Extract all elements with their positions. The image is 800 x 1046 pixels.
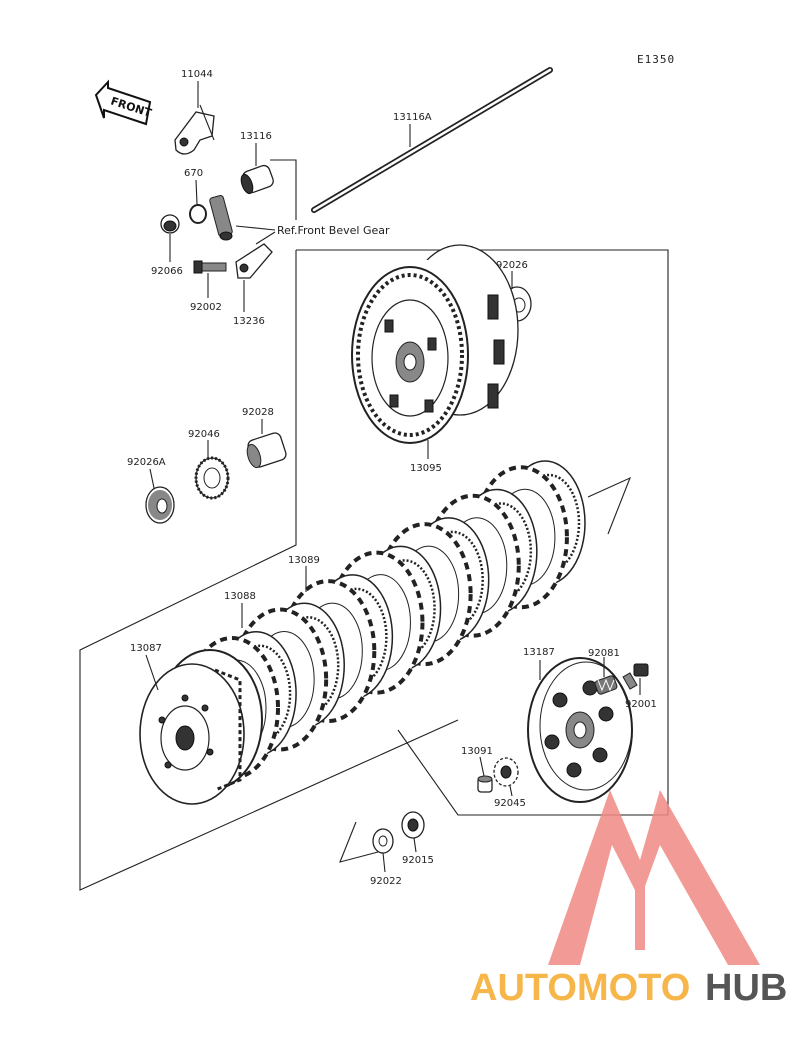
leader-ref-2 [255,231,276,245]
leader-13087 [145,654,159,691]
reference-note: Ref.Front Bevel Gear [277,224,390,237]
part-92015-nut [401,811,425,839]
label-13236: 13236 [233,316,265,327]
diagram-code: E1350 [637,53,675,66]
label-13095: 13095 [410,463,442,474]
label-670: 670 [184,168,203,179]
part-92046-needle-bearing [194,456,230,500]
part-92001-bolt [622,663,649,690]
part-92026a-washer [145,486,175,524]
label-13087: 13087 [130,643,162,654]
part-92002-bolt [193,260,227,274]
leader-92022 [382,852,386,873]
label-13116a: 13116A [393,112,432,123]
part-13087-clutch-hub [139,649,263,805]
part-13091-pin [477,775,493,793]
arrow-92022 [339,821,379,863]
automotohub-logo [548,790,760,965]
label-92045: 92045 [494,798,526,809]
leader-13116 [270,159,297,220]
label-13091: 13091 [461,746,493,757]
watermark-brand-part1: AUTOMOTO [470,967,690,1009]
part-13236-lever [235,243,273,279]
part-670-o-ring [189,204,207,224]
label-13116: 13116 [240,131,272,142]
label-92001: 92001 [625,699,657,710]
label-92022: 92022 [370,876,402,887]
label-92028: 92028 [242,407,274,418]
label-13088: 13088 [224,591,256,602]
part-92081-spring [594,675,618,695]
label-92066: 92066 [151,266,183,277]
part-release-shaft [209,195,233,241]
part-92028-sleeve [246,432,287,469]
label-92081: 92081 [588,648,620,659]
part-92022-washer [372,828,394,854]
leader-13091 [479,756,485,777]
label-92026: 92026 [496,260,528,271]
leader-92045 [509,785,513,797]
label-13089: 13089 [288,555,320,566]
label-92026a: 92026A [127,457,166,468]
front-arrow-icon: FRONT [94,79,154,126]
part-11044-bracket [174,104,215,155]
label-92015: 92015 [402,855,434,866]
label-13187: 13187 [523,647,555,658]
part-92066-plug [160,214,180,234]
watermark-brand-part2: HUB [705,967,787,1009]
part-13116a-pushrod [311,67,553,213]
part-13095-clutch-housing [351,244,519,444]
label-92046: 92046 [188,429,220,440]
label-11044: 11044 [181,69,213,80]
part-13116-bushing [240,164,274,195]
leader-ref [235,225,276,231]
part-13187-pressure-plate [527,657,633,803]
stack-arrow-right [587,476,632,535]
leader-92026a [149,468,155,489]
assembly-outline-left [79,250,459,891]
leader-92015 [413,837,417,853]
leader-670 [195,179,198,205]
part-92045-bearing [493,757,519,787]
label-92002: 92002 [190,302,222,313]
